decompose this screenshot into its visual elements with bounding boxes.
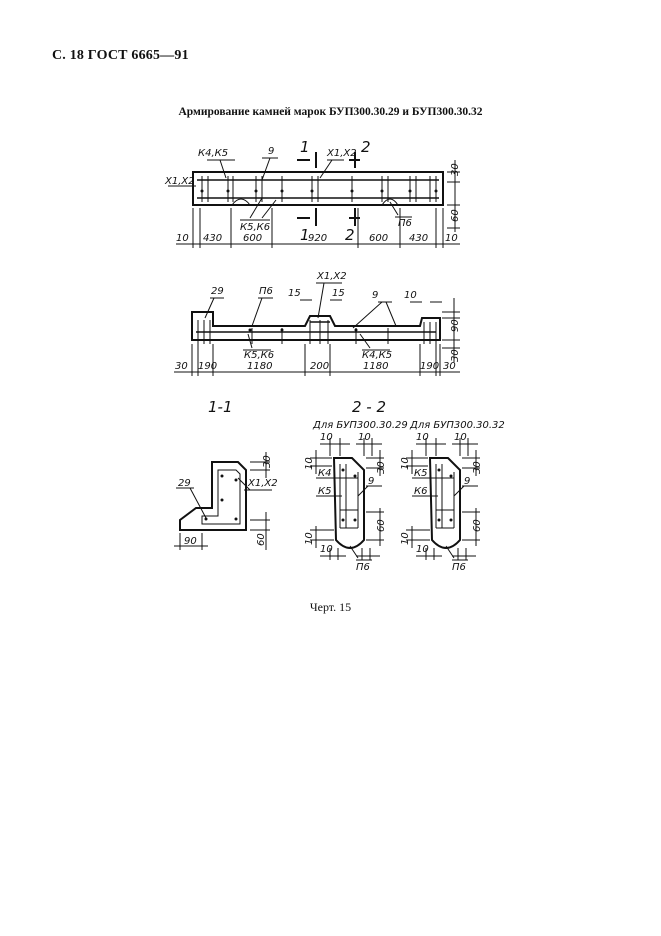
dim-p6: 30 [443, 361, 456, 372]
section-1-1-title: 1-1 [208, 398, 233, 416]
label-x1x2: Х1,Х2 [316, 271, 347, 282]
section-2-2-title: 2 - 2 [352, 398, 386, 416]
drawing-title: Армирование камней марок БУП300.30.29 и … [178, 106, 483, 118]
dim-90: 90 [450, 319, 461, 332]
label-k5: К5 [414, 468, 427, 479]
label-k5k6: К5,К6 [240, 222, 270, 233]
dim-30: 30 [450, 163, 461, 176]
cut-1-top: 1 [300, 138, 310, 156]
dim-e3: 920 [308, 233, 327, 244]
dim-e0: 10 [176, 233, 189, 244]
dim-10a: 10 [320, 432, 333, 443]
dim-10d: 10 [304, 532, 315, 545]
cut-2-bottom: 2 [345, 226, 355, 244]
dim-60: 60 [450, 209, 461, 222]
caption-bup32: Для БУП300.30.32 [409, 420, 505, 431]
section-2-2-left: Для БУП300.30.29 [304, 420, 408, 573]
label-p6: П6 [356, 562, 370, 573]
label-x1x2-left: Х1,Х2 [164, 176, 195, 187]
dim-p3: 200 [310, 361, 329, 372]
label-p6: П6 [259, 286, 273, 297]
dim-10c: 10 [304, 457, 315, 470]
dim-10b: 10 [454, 432, 467, 443]
cut-1-bottom: 1 [300, 226, 310, 244]
dim-e2: 600 [243, 233, 262, 244]
figure-caption: Черт. 15 [309, 600, 352, 614]
dim-15b: 15 [332, 288, 345, 299]
dim-10a: 10 [416, 432, 429, 443]
page-header: С. 18 ГОСТ 6665—91 [52, 48, 189, 63]
dim-30: 30 [472, 461, 483, 474]
section-2-2-right: Для БУП300.30.32 [400, 420, 505, 573]
dim-10b: 10 [358, 432, 371, 443]
label-k5k6: К5,К6 [244, 350, 274, 361]
caption-bup29: Для БУП300.30.29 [312, 420, 408, 431]
dim-p0: 30 [175, 361, 188, 372]
label-k4: К4 [318, 468, 331, 479]
dim-e5: 430 [409, 233, 428, 244]
label-9: 9 [464, 476, 470, 487]
label-29: 29 [211, 286, 224, 297]
dim-p2: 1180 [247, 361, 272, 372]
label-9: 9 [368, 476, 374, 487]
dim-10c: 10 [400, 457, 411, 470]
dim-30: 30 [450, 349, 461, 362]
label-k5: К5 [318, 486, 331, 497]
label-29: 29 [178, 478, 191, 489]
plan-view: 29 П6 Х1,Х2 15 15 9 10 90 30 К5,К6 К4,К5… [174, 271, 461, 376]
dim-10e: 10 [320, 544, 333, 555]
dim-30: 30 [376, 461, 387, 474]
dim-60: 60 [256, 533, 267, 546]
section-1-1: 1-1 30 Х1,Х2 29 90 60 [174, 398, 278, 550]
label-x1x2: Х1,Х2 [247, 478, 278, 489]
dim-15a: 15 [288, 288, 301, 299]
dim-p1: 190 [198, 361, 217, 372]
label-k4k5: К4,К5 [362, 350, 392, 361]
dim-e4: 600 [369, 233, 388, 244]
dim-10e: 10 [416, 544, 429, 555]
dim-10: 10 [404, 290, 417, 301]
label-p6: П6 [452, 562, 466, 573]
cut-2-top: 2 [361, 138, 371, 156]
label-k6: К6 [414, 486, 427, 497]
dim-60: 60 [472, 519, 483, 532]
label-x1x2-top: Х1,Х2 [326, 148, 357, 159]
elevation-view: К4,К5 9 1 Х1,Х2 2 Х1,Х2 К5,К6 П6 1 2 30 … [164, 138, 461, 248]
dim-30: 30 [262, 455, 273, 468]
label-9: 9 [372, 290, 378, 301]
dim-60: 60 [376, 519, 387, 532]
label-p6: П6 [398, 218, 412, 229]
dim-10d: 10 [400, 532, 411, 545]
label-k4k5: К4,К5 [198, 148, 228, 159]
dim-p4: 1180 [363, 361, 388, 372]
dim-90: 90 [184, 536, 197, 547]
label-9: 9 [268, 146, 274, 157]
dim-e1: 430 [203, 233, 222, 244]
dim-e6: 10 [445, 233, 458, 244]
section-2-2: 2 - 2 Для БУП300.30.29 [304, 398, 505, 573]
dim-p5: 190 [420, 361, 439, 372]
